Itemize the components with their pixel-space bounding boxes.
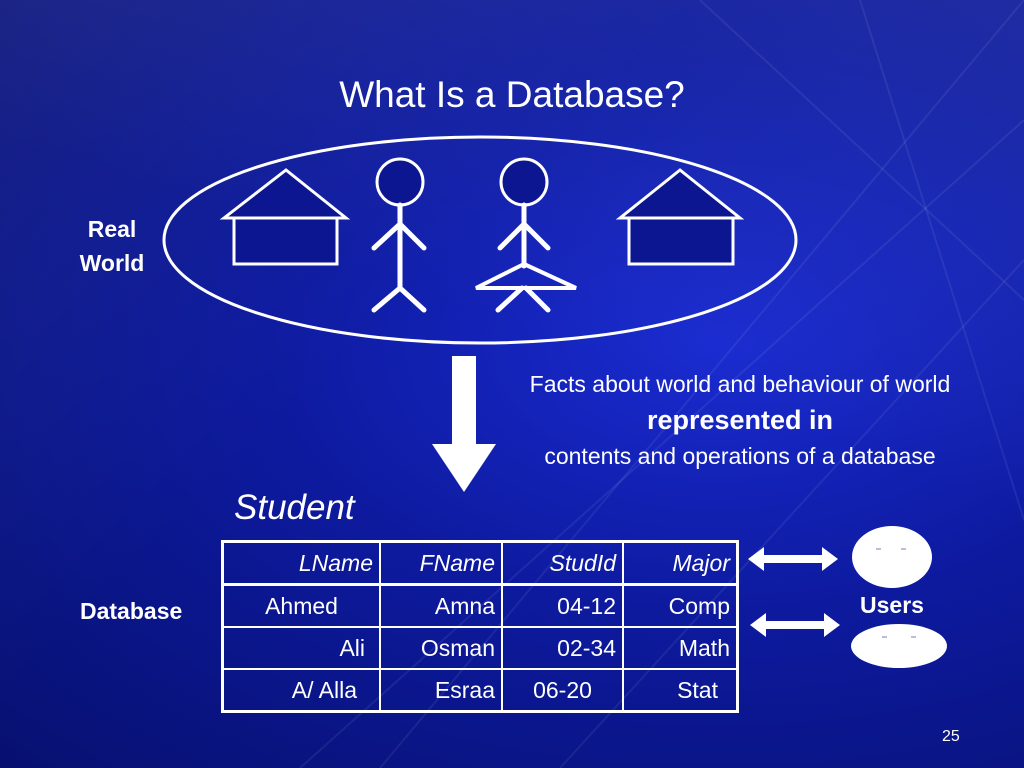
double-arrow-icon bbox=[750, 613, 840, 637]
cell-lname: Ali bbox=[221, 626, 381, 670]
cell-fname: Amna bbox=[379, 583, 503, 628]
table-row: A/ Alla Esraa 06-20 Stat bbox=[221, 668, 739, 713]
facts-line-3: contents and operations of a database bbox=[544, 443, 936, 469]
cell-studid: 04-12 bbox=[501, 583, 624, 628]
header-studid: StudId bbox=[501, 540, 624, 586]
page-number: 25 bbox=[942, 728, 960, 745]
facts-line-2: represented in bbox=[646, 405, 834, 435]
table-header-row: LName FName StudId Major bbox=[221, 540, 739, 586]
user-face-icon bbox=[851, 624, 947, 668]
page-title: What Is a Database? bbox=[339, 74, 685, 115]
real-world-label: Real World bbox=[79, 216, 145, 276]
real-world-ellipse bbox=[162, 135, 798, 345]
header-major: Major bbox=[622, 540, 739, 586]
cell-major: Comp bbox=[622, 583, 739, 628]
down-arrow-icon bbox=[432, 356, 496, 492]
users-label: Users bbox=[860, 592, 924, 618]
cell-major: Stat bbox=[622, 668, 739, 713]
table-title: Student bbox=[234, 488, 355, 527]
cell-fname: Osman bbox=[379, 626, 503, 670]
house-icon bbox=[615, 168, 745, 266]
double-arrow-icon bbox=[748, 547, 838, 571]
cell-lname: A/ Alla bbox=[221, 668, 381, 713]
cell-lname: Ahmed bbox=[221, 583, 381, 628]
cell-fname: Esraa bbox=[379, 668, 503, 713]
person-standing-icon bbox=[371, 157, 427, 313]
cell-major: Math bbox=[622, 626, 739, 670]
cell-studid: 02-34 bbox=[501, 626, 624, 670]
header-lname: LName bbox=[221, 540, 381, 586]
header-fname: FName bbox=[379, 540, 503, 586]
table-row: Ali Osman 02-34 Math bbox=[221, 626, 739, 670]
table-row: Ahmed Amna 04-12 Comp bbox=[221, 583, 739, 628]
cell-studid: 06-20 bbox=[501, 668, 624, 713]
facts-line-1: Facts about world and behaviour of world bbox=[529, 371, 951, 397]
house-icon bbox=[219, 168, 351, 266]
database-label: Database bbox=[80, 598, 183, 624]
person-skirt-icon bbox=[475, 157, 577, 313]
student-table: LName FName StudId Major Ahmed Amna 04-1… bbox=[221, 540, 739, 713]
user-face-icon bbox=[852, 526, 932, 588]
facts-text: Facts about world and behaviour of world… bbox=[470, 366, 1010, 474]
